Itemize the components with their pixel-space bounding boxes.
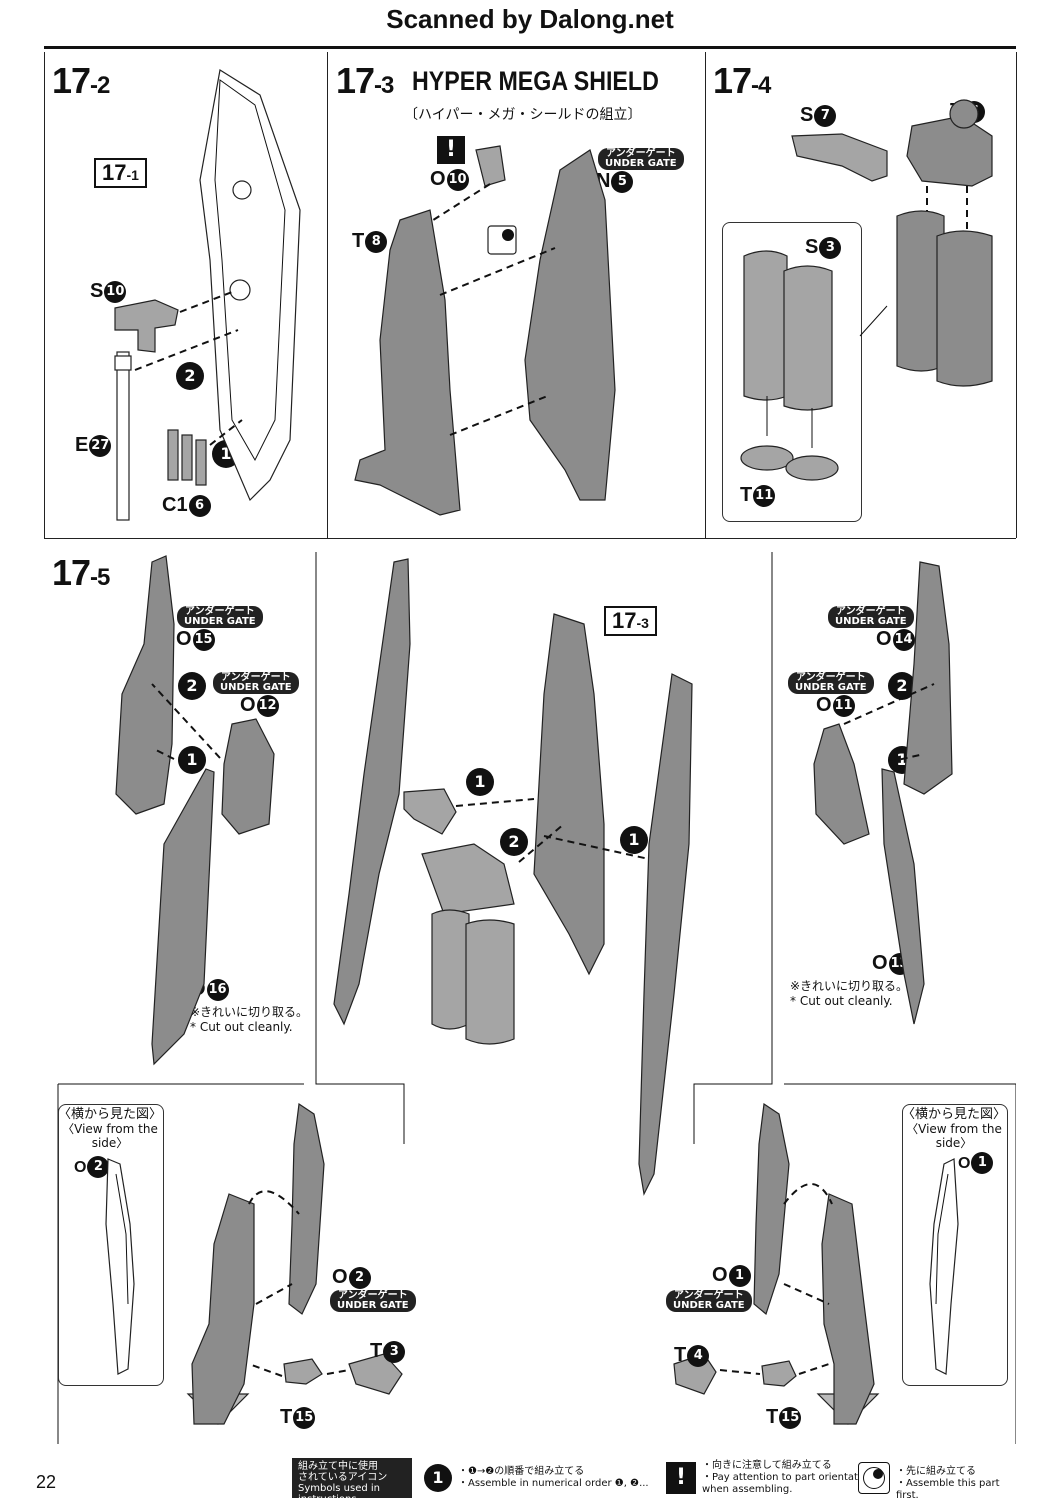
- warning-icon: !: [666, 1462, 696, 1494]
- warning-legend-text: ・向きに注意して組み立てる・Pay attention to part orie…: [702, 1460, 874, 1495]
- order-1-icon: 1: [178, 746, 206, 774]
- order-2-icon: 2: [178, 672, 206, 700]
- warning-icon: !: [437, 136, 465, 164]
- assemble-first-text: ・先に組み立てる・Assemble this part first.: [896, 1466, 1000, 1501]
- scan-credit: Scanned by Dalong.net: [386, 4, 674, 34]
- cut-note-en: * Cut out cleanly.: [790, 994, 893, 1008]
- cut-note-jp: ※きれいに切り取る。: [190, 1005, 309, 1019]
- side-view-right-title: 〈横から見た図〉〈View from the side〉: [902, 1107, 1007, 1151]
- ref-box-17-1: 17-1: [94, 158, 147, 188]
- order-2-icon: 2: [500, 828, 528, 856]
- divider: [44, 538, 1016, 539]
- shield-wings-drawing: [57, 552, 1016, 1444]
- order-1-icon: 1: [620, 826, 648, 854]
- thruster-drawing: [740, 99, 993, 481]
- cut-note-jp: ※きれいに切り取る。: [790, 979, 909, 993]
- order-legend-text: ・❶→❷の順番で組み立てる・Assemble in numerical orde…: [458, 1466, 649, 1489]
- divider: [705, 52, 706, 538]
- step-17-4-number: 17-4: [713, 60, 771, 101]
- divider: [1016, 52, 1017, 538]
- side-view-left-title: 〈横から見た図〉〈View from the side〉: [58, 1107, 163, 1151]
- step-17-5-number: 17-5: [52, 552, 110, 593]
- page-number: 22: [36, 1472, 57, 1492]
- step-17-3-number: 17-3: [336, 60, 394, 101]
- top-rule: [44, 46, 1016, 49]
- hyper-mega-shield-title: HYPER MEGA SHIELD: [412, 66, 659, 96]
- side-view-left-drawing: [105, 1158, 135, 1375]
- icon-legend-title: 組み立て中に使用 されているアイコン Symbols used in instr…: [292, 1458, 412, 1505]
- shield-frame-drawing: [114, 69, 301, 521]
- order-icon: 1: [424, 1464, 452, 1492]
- order-1-icon: 1: [466, 768, 494, 796]
- ref-box-17-3: 17-3: [604, 606, 657, 636]
- side-view-right-drawing: [929, 1158, 959, 1375]
- cut-note-en: * Cut out cleanly.: [190, 1020, 293, 1034]
- shield-assembly-drawing: [354, 145, 616, 516]
- divider: [44, 52, 45, 538]
- step-17-2-number: 17-2: [52, 60, 110, 101]
- assemble-first-icon: [858, 1462, 890, 1494]
- divider: [327, 52, 328, 538]
- hyper-mega-shield-subtitle: 〔ハイパー・メガ・シールドの組立〕: [404, 107, 642, 123]
- icon-legend: 組み立て中に使用 されているアイコン Symbols used in instr…: [292, 1458, 1018, 1505]
- order-2-icon: 2: [176, 362, 204, 390]
